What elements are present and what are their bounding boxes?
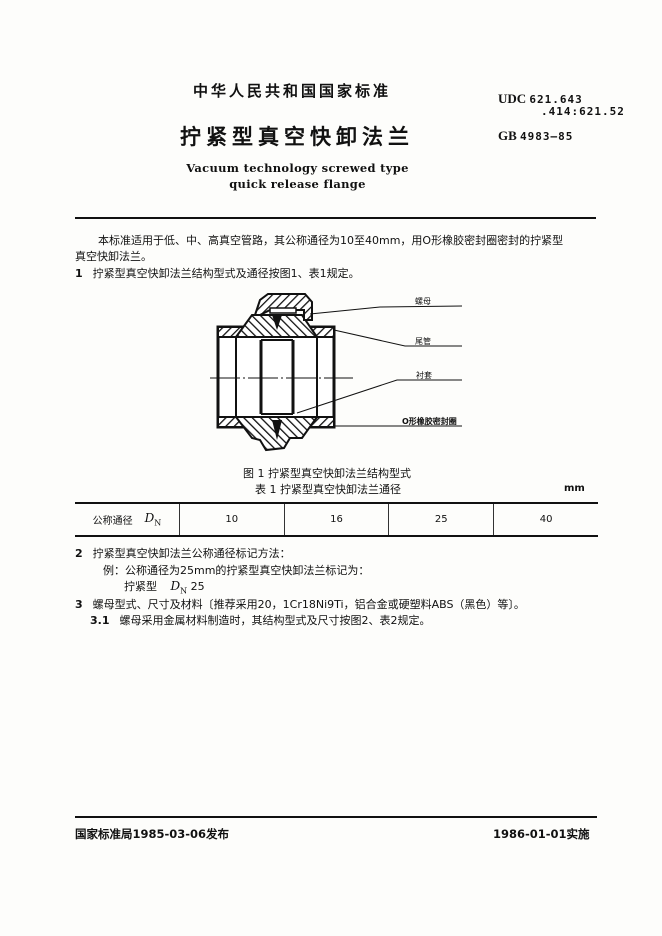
section-1: 1 拧紧型真空快卸法兰结构型式及通径按图1、表1规定。 xyxy=(75,265,360,282)
section-2-text: 拧紧型真空快卸法兰公称通径标记方法： xyxy=(92,547,291,560)
table-1: 公称通径 DN 10 16 25 40 xyxy=(75,502,598,537)
header-divider xyxy=(75,217,596,219)
table-cell: 16 xyxy=(283,504,389,535)
document-title-cn: 拧紧型真空快卸法兰 xyxy=(180,125,414,149)
symbol-d: D xyxy=(144,511,155,526)
table-cell: 40 xyxy=(493,504,598,535)
section-3: 3 螺母型式、尺寸及材料〔推荐采用20，1Cr18Ni9Ti，铝合金或硬塑料ABS… xyxy=(75,596,525,613)
table-row-label-cell: 公称通径 DN xyxy=(75,504,179,535)
callout-bushing: 衬套 xyxy=(416,371,432,380)
section-3-text: 螺母型式、尺寸及材料〔推荐采用20，1Cr18Ni9Ti，铝合金或硬塑料ABS（… xyxy=(92,598,525,611)
document-title-en: Vacuum technology screwed type quick rel… xyxy=(185,160,410,192)
udc-line2: .414:621.52 xyxy=(541,105,625,118)
symbol-sub: N xyxy=(180,586,188,596)
udc-label: UDC xyxy=(498,91,527,106)
gb-code: GB 4983—85 xyxy=(498,128,573,144)
row-label: 公称通径 xyxy=(92,516,133,527)
effective-date: 1986-01-01实施 xyxy=(493,827,590,841)
section-3-number: 3 xyxy=(75,598,83,611)
marking-prefix: 拧紧型 xyxy=(124,580,157,593)
section-3-1-number: 3.1 xyxy=(90,614,110,627)
section-3-1: 3.1 螺母采用金属材料制造时，其结构型式及尺寸按图2、表2规定。 xyxy=(90,612,431,629)
row-symbol: DN xyxy=(145,511,162,527)
issued-date: 国家标准局1985-03-06发布 xyxy=(75,827,230,841)
section-1-number: 1 xyxy=(75,267,83,280)
callout-nut: 螺母 xyxy=(415,297,431,306)
table-1-unit: mm xyxy=(564,483,585,494)
table-cell: 25 xyxy=(388,504,493,535)
section-3-1-text: 螺母采用金属材料制造时，其结构型式及尺寸按图2、表2规定。 xyxy=(119,614,431,627)
intro-line1: 本标准适用于低、中、高真空管路，其公称通径为10至40mm，用O形橡胶密封圈密封… xyxy=(98,234,564,247)
udc-line1: 621.643 xyxy=(529,93,583,106)
section-2: 2 拧紧型真空快卸法兰公称通径标记方法： xyxy=(75,545,291,562)
table-cell: 10 xyxy=(178,504,284,535)
callout-o-ring: O形橡胶密封圈 xyxy=(402,417,457,426)
gb-label: GB xyxy=(498,128,517,143)
symbol-sub: N xyxy=(154,518,162,528)
flange-cross-section-diagram xyxy=(210,293,463,452)
callout-tail-pipe: 尾管 xyxy=(415,337,431,346)
title-en-line1: Vacuum technology screwed type xyxy=(186,161,409,175)
udc-code: UDC 621.643 xyxy=(498,92,583,106)
section-2-number: 2 xyxy=(75,547,83,560)
figure-1-caption: 图 1 拧紧型真空快卸法兰结构型式 xyxy=(243,467,411,480)
intro-line2: 真空快卸法兰。 xyxy=(75,250,152,263)
standard-issuer-heading: 中华人民共和国国家标准 xyxy=(193,82,392,100)
section-2-example: 例：公称通径为25mm的拧紧型真空快卸法兰标记为： xyxy=(103,564,370,577)
table-1-caption: 表 1 拧紧型真空快卸法兰通径 xyxy=(255,483,401,496)
marking-symbol: DN xyxy=(170,579,188,596)
symbol-d: D xyxy=(170,579,181,593)
footer-divider xyxy=(75,816,597,818)
gb-number: 4983—85 xyxy=(520,130,574,143)
section-1-text: 拧紧型真空快卸法兰结构型式及通径按图1、表1规定。 xyxy=(92,267,360,280)
marking-value: 25 xyxy=(190,580,205,593)
section-2-marking: 拧紧型 DN 25 xyxy=(124,578,205,599)
title-en-line2: quick release flange xyxy=(229,177,366,191)
